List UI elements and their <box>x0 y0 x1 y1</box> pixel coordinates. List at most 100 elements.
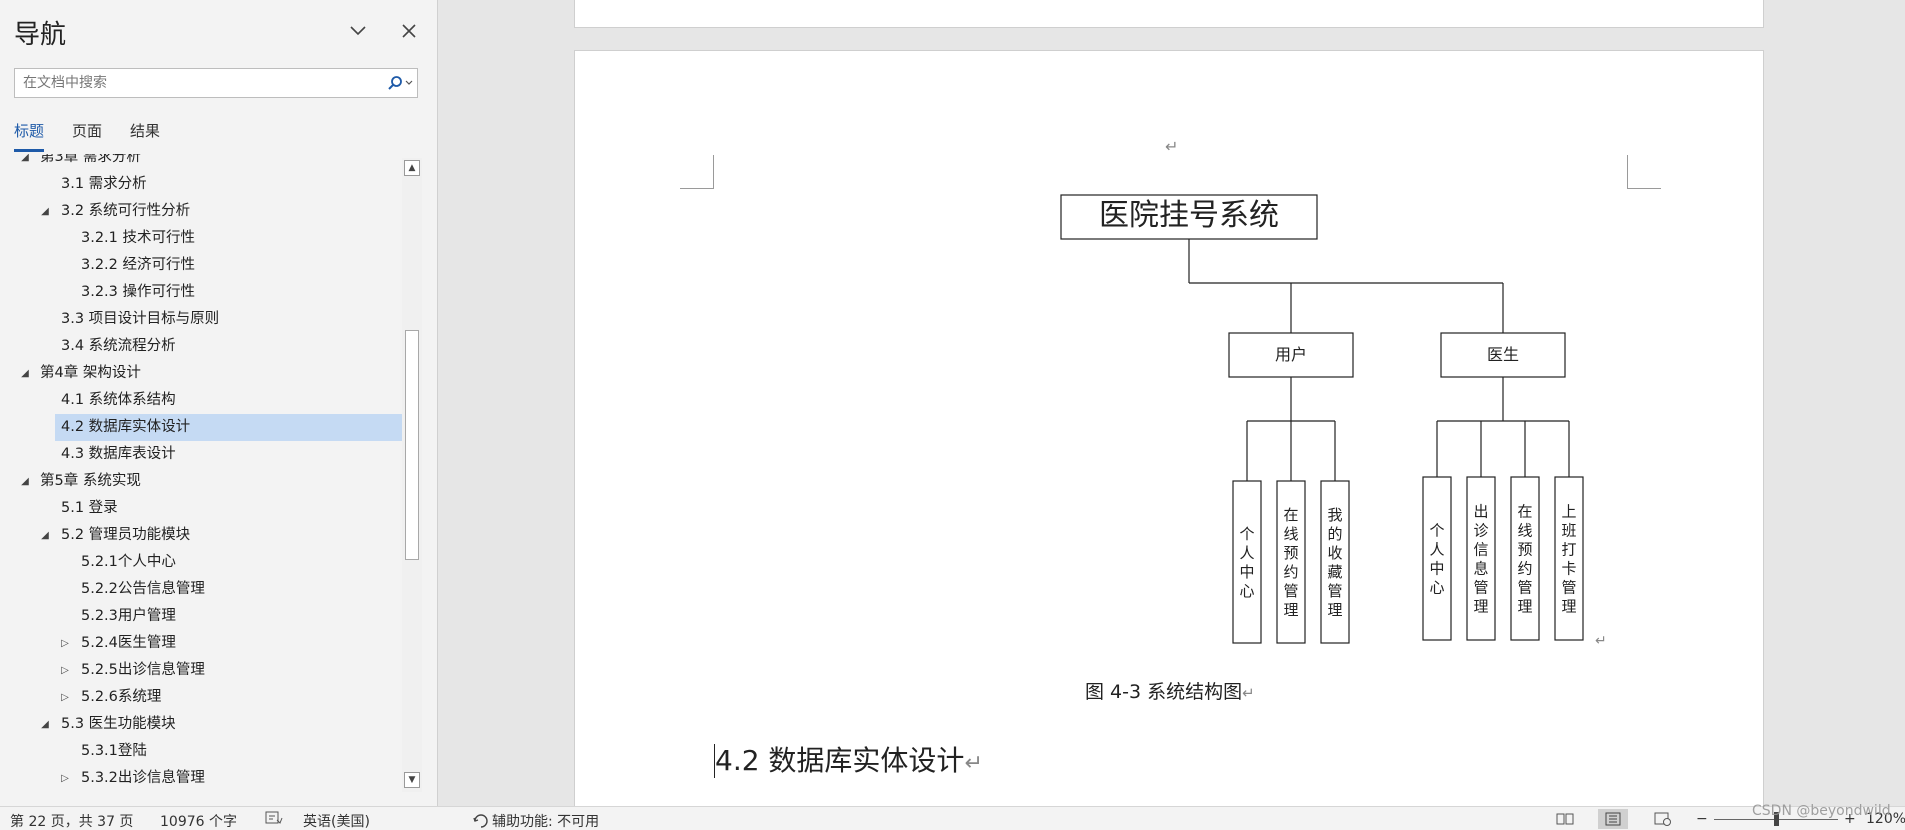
nav-heading-item[interactable]: ◢第4章 架构设计 <box>0 360 402 387</box>
collapse-arrow-icon[interactable]: ◢ <box>21 476 29 487</box>
diagram-leaf-label: 出诊信息管理 <box>1473 503 1488 616</box>
diagram-leaf-label: 在线预约管理 <box>1517 503 1532 616</box>
expand-arrow-icon[interactable]: ▷ <box>61 773 69 784</box>
diagram-branch-label: 医生 <box>1487 345 1519 364</box>
collapse-arrow-icon[interactable]: ◢ <box>41 206 49 217</box>
nav-heading-item[interactable]: 3.2.1 技术可行性 <box>0 225 402 252</box>
page-info[interactable]: 第 22 页，共 37 页 <box>10 814 134 830</box>
nav-heading-item[interactable]: 4.1 系统体系结构 <box>0 387 402 414</box>
nav-heading-item[interactable]: 5.2.1个人中心 <box>0 549 402 576</box>
nav-heading-item[interactable]: 3.1 需求分析 <box>0 171 402 198</box>
diagram-branch-label: 用户 <box>1275 345 1307 364</box>
nav-heading-item[interactable]: 5.3.1登陆 <box>0 738 402 765</box>
tab-1[interactable]: 页面 <box>72 122 103 140</box>
diagram-root-box <box>1060 194 1318 240</box>
paragraph-mark: ↵ <box>1165 137 1179 156</box>
nav-heading-label: 5.3.1登陆 <box>81 743 147 759</box>
nav-heading-item[interactable]: 3.3 项目设计目标与原则 <box>0 306 402 333</box>
search-options-chevron-icon <box>405 80 413 85</box>
nav-heading-item[interactable]: ◢3.2 系统可行性分析 <box>0 198 402 225</box>
collapse-arrow-icon[interactable]: ◢ <box>21 154 29 163</box>
search-input[interactable] <box>15 70 383 96</box>
nav-heading-item[interactable]: 5.2.2公告信息管理 <box>0 576 402 603</box>
diagram-branch-box <box>1228 332 1354 378</box>
nav-heading-label: 3.2.1 技术可行性 <box>81 230 196 246</box>
nav-heading-label: 4.2 数据库实体设计 <box>61 419 191 435</box>
tab-2[interactable]: 结果 <box>130 122 161 140</box>
tab-0[interactable]: 标题 <box>14 120 45 152</box>
nav-heading-item[interactable]: 4.2 数据库实体设计 <box>55 414 402 441</box>
zoom-level[interactable]: 120% <box>1866 811 1905 827</box>
diagram-leaf-label: 个人中心 <box>1239 525 1254 600</box>
nav-heading-item[interactable]: 3.4 系统流程分析 <box>0 333 402 360</box>
scroll-up-button[interactable]: ▲ <box>404 160 420 176</box>
nav-heading-item[interactable]: 5.2.3用户管理 <box>0 603 402 630</box>
nav-heading-label: 3.1 需求分析 <box>61 176 147 192</box>
print-layout-button[interactable] <box>1598 809 1628 829</box>
diagram-root-label: 医院挂号系统 <box>1099 198 1279 233</box>
nav-heading-label: 3.3 项目设计目标与原则 <box>61 311 220 327</box>
zoom-in-button[interactable]: + <box>1844 811 1856 827</box>
nav-scrollbar[interactable]: ▲ ▼ <box>402 158 422 792</box>
diagram-leaf-box <box>1466 476 1496 641</box>
web-layout-button[interactable] <box>1648 809 1678 829</box>
accessibility-status[interactable]: 辅助功能: 不可用 <box>472 811 599 830</box>
collapse-arrow-icon[interactable]: ◢ <box>41 530 49 541</box>
expand-arrow-icon[interactable]: ▷ <box>61 638 69 649</box>
nav-heading-item[interactable]: 5.1 登录 <box>0 495 402 522</box>
nav-heading-item[interactable]: 4.3 数据库表设计 <box>0 441 402 468</box>
nav-heading-item[interactable]: 3.2.2 经济可行性 <box>0 252 402 279</box>
section-heading: 4.2 数据库实体设计↵ <box>715 739 983 779</box>
diagram-leaf-box <box>1320 480 1350 644</box>
nav-heading-label: 第3章 需求分析 <box>40 154 141 165</box>
document-area[interactable]: ↵ 医院挂号系统用户个人中心在线预约管理我的收藏管理医生个人中心出诊信息管理在线… <box>439 0 1905 830</box>
diagram-leaf-box <box>1232 480 1262 644</box>
nav-heading-item[interactable]: ▷5.3.2出诊信息管理 <box>0 765 402 788</box>
nav-heading-item[interactable]: ▷ 5.2.4医生管理 <box>0 630 402 657</box>
nav-heading-item[interactable]: ◢ 第3章 需求分析 <box>0 154 402 171</box>
nav-heading-label: 3.2.3 操作可行性 <box>81 284 196 300</box>
scrollbar-thumb[interactable] <box>405 330 419 560</box>
nav-heading-item[interactable]: ▷ 5.2.5出诊信息管理 <box>0 657 402 684</box>
zoom-slider-thumb[interactable] <box>1774 812 1779 826</box>
search-button[interactable] <box>383 75 417 91</box>
nav-heading-item[interactable]: ◢5.2 管理员功能模块 <box>0 522 402 549</box>
nav-heading-item[interactable]: ◢ 5.3 医生功能模块 <box>0 711 402 738</box>
close-pane-button[interactable] <box>394 16 424 46</box>
nav-heading-label: 4.1 系统体系结构 <box>61 392 176 408</box>
scroll-down-button[interactable]: ▼ <box>404 772 420 788</box>
paragraph-mark: ↵ <box>1242 684 1255 702</box>
accessibility-icon <box>473 814 488 828</box>
nav-heading-label: 5.2.3用户管理 <box>81 608 176 624</box>
system-structure-diagram: 医院挂号系统用户个人中心在线预约管理我的收藏管理医生个人中心出诊信息管理在线预约… <box>1060 194 1607 649</box>
proofing-icon[interactable] <box>265 811 283 829</box>
figure-caption-text: 图 4-3 系统结构图 <box>1085 681 1243 703</box>
nav-heading-label: 5.2.5出诊信息管理 <box>81 662 205 678</box>
document-page[interactable]: ↵ 医院挂号系统用户个人中心在线预约管理我的收藏管理医生个人中心出诊信息管理在线… <box>574 50 1764 830</box>
nav-heading-label: 5.3 医生功能模块 <box>61 716 176 732</box>
pane-options-button[interactable] <box>343 16 373 46</box>
language[interactable]: 英语(美国) <box>303 814 370 830</box>
heading-tree: ◢ 第3章 需求分析 3.1 需求分析 ◢3.2 系统可行性分析 3.2.1 技术可行性… <box>0 154 402 788</box>
collapse-arrow-icon[interactable]: ◢ <box>41 719 49 730</box>
expand-arrow-icon[interactable]: ▷ <box>61 692 69 703</box>
nav-heading-label: 第5章 系统实现 <box>40 473 141 489</box>
read-mode-button[interactable] <box>1550 809 1580 829</box>
diagram-leaf-box <box>1422 476 1452 641</box>
nav-heading-label: 5.2.4医生管理 <box>81 635 176 651</box>
zoom-out-button[interactable]: − <box>1696 811 1708 827</box>
nav-heading-item[interactable]: ▷5.2.6系统理 <box>0 684 402 711</box>
nav-heading-item[interactable]: ◢ 第5章 系统实现 <box>0 468 402 495</box>
nav-heading-label: 5.2.1个人中心 <box>81 554 176 570</box>
word-count[interactable]: 10976 个字 <box>160 814 237 830</box>
expand-arrow-icon[interactable]: ▷ <box>61 665 69 676</box>
page-icon <box>1605 812 1621 826</box>
close-icon <box>402 24 416 38</box>
paragraph-mark: ↵ <box>1595 633 1607 649</box>
nav-heading-item[interactable]: 3.2.3 操作可行性 <box>0 279 402 306</box>
diagram-leaf-label: 我的收藏管理 <box>1327 506 1342 619</box>
nav-heading-label: 5.1 登录 <box>61 500 118 516</box>
crop-mark-right <box>1627 155 1661 189</box>
collapse-arrow-icon[interactable]: ◢ <box>21 368 29 379</box>
nav-heading-label: 5.2.2公告信息管理 <box>81 581 205 597</box>
